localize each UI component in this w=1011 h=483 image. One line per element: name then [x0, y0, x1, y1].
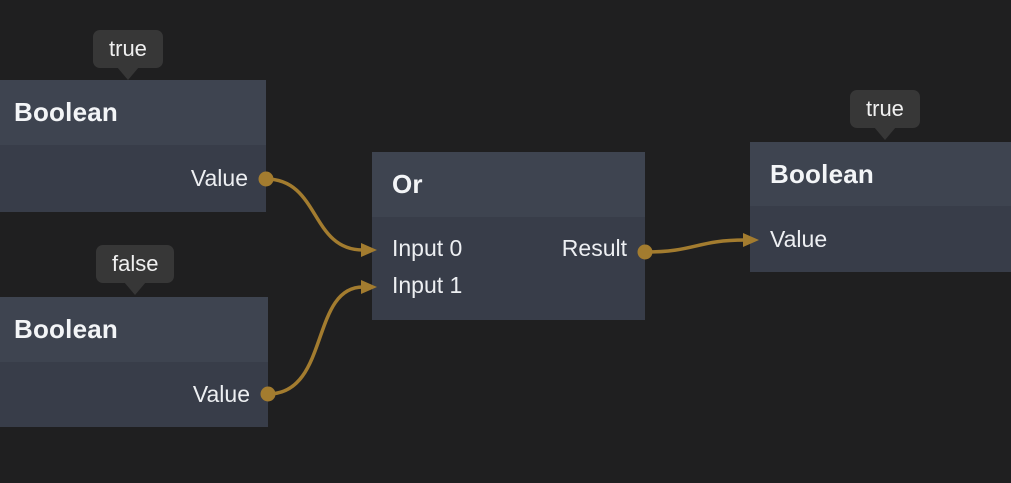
tooltip-tail [116, 67, 139, 80]
port-label-result: Result [561, 235, 627, 261]
node-header[interactable]: Boolean [0, 80, 266, 145]
value-badge-text: false [112, 251, 159, 276]
port-label-value-output: Value [192, 381, 250, 407]
wire-or-result-to-bool-value[interactable] [643, 238, 747, 254]
input-arrow-or-input0-icon[interactable] [361, 243, 377, 257]
value-badge-true-left: true [93, 30, 163, 80]
node-header[interactable]: Or [372, 152, 645, 217]
node-boolean-false-left[interactable]: Boolean Value [0, 297, 268, 427]
node-body: Value [750, 206, 1011, 272]
node-title: Or [392, 169, 423, 199]
output-port-dot-or-result-icon[interactable] [637, 244, 653, 260]
node-header[interactable]: Boolean [750, 142, 1011, 206]
output-port-dot-booltrue-icon[interactable] [258, 171, 274, 187]
wire-booltrue-to-or-input0[interactable] [264, 177, 365, 252]
node-body: Value [0, 362, 268, 427]
input-arrow-or-input1-icon[interactable] [361, 280, 377, 294]
port-label-input0: Input 0 [392, 235, 463, 261]
value-badge-text: true [866, 96, 904, 121]
input-arrow-bool-value-icon[interactable] [743, 233, 759, 247]
port-row: Input 0 Result [372, 230, 645, 267]
node-boolean-true-left[interactable]: Boolean Value [0, 80, 266, 212]
output-port-dot-boolfalse-icon[interactable] [260, 386, 276, 402]
port-label-input1: Input 1 [392, 272, 463, 298]
node-title: Boolean [14, 314, 118, 344]
port-label-value-output: Value [190, 165, 248, 191]
node-title: Boolean [14, 97, 118, 127]
node-body: Input 0 Result Input 1 [372, 217, 645, 320]
node-body: Value [0, 145, 266, 212]
value-badge-false-left: false [96, 245, 175, 295]
value-badge-text: true [109, 36, 147, 61]
node-boolean-true-right[interactable]: Boolean Value [750, 142, 1011, 272]
port-row: Input 1 [372, 267, 645, 304]
node-or[interactable]: Or Input 0 Result Input 1 [372, 152, 645, 320]
node-title: Boolean [770, 158, 874, 189]
tooltip-tail [124, 282, 147, 295]
node-header[interactable]: Boolean [0, 297, 268, 362]
wire-boolfalse-to-or-input1[interactable] [266, 285, 365, 396]
port-label-value-input: Value [770, 225, 828, 252]
tooltip-tail [873, 127, 896, 140]
value-badge-true-right: true [850, 90, 920, 140]
